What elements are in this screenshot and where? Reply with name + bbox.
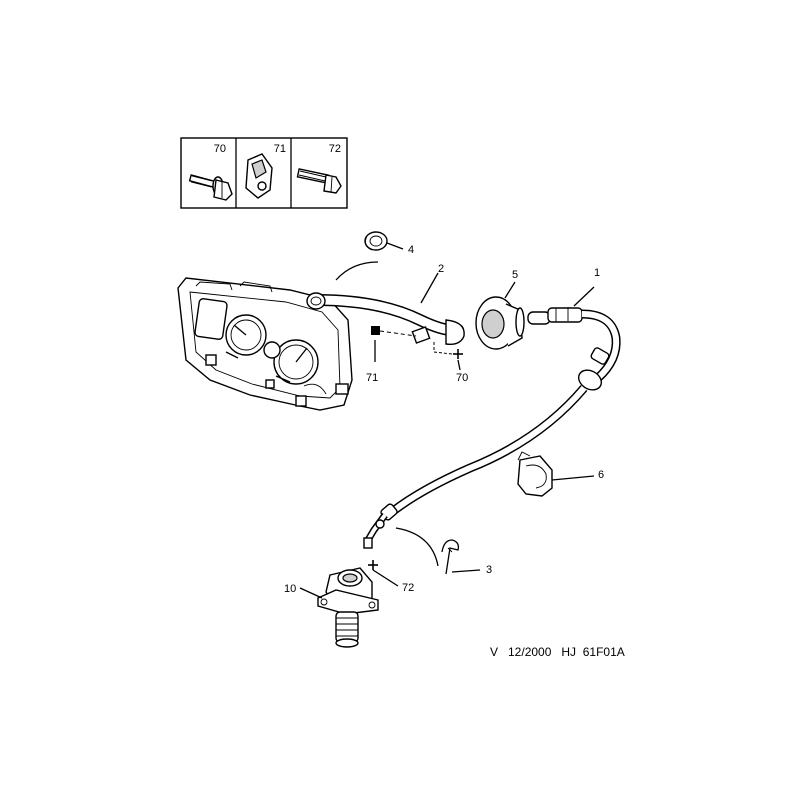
fastener-legend-box: 70 71 72 xyxy=(180,137,348,209)
bracket-arc-top xyxy=(335,261,379,281)
legend-label-72: 72 xyxy=(329,143,341,155)
legend-label-71: 71 xyxy=(274,143,286,155)
instrument-cluster xyxy=(177,277,353,411)
cable-upper-end-fitting xyxy=(527,311,551,325)
callout-70: 70 xyxy=(456,372,468,384)
callout-3: 3 xyxy=(486,564,492,576)
drawing-reference-code: V 12/2000 HJ 61F01A xyxy=(490,645,625,659)
grommet-part-4: 4 xyxy=(335,231,414,281)
speed-sensor-part-10: 10 xyxy=(284,567,379,648)
cable-clip-part-6: 6 xyxy=(517,451,604,497)
clip-nut-marker-71: 71 xyxy=(366,326,417,384)
clip-nut-icon xyxy=(245,153,273,199)
callout-72: 72 xyxy=(402,582,414,594)
callout-6: 6 xyxy=(598,469,604,481)
upper-cable-part-2: 2 xyxy=(306,263,465,346)
callout-71: 71 xyxy=(366,372,378,384)
callout-4: 4 xyxy=(408,244,414,256)
callout-10: 10 xyxy=(284,583,296,595)
bulkhead-grommet-part-5: 5 xyxy=(475,269,525,350)
bracket-arc-bottom xyxy=(395,527,439,567)
speedometer-cable-part-1: 1 xyxy=(363,267,621,549)
legend-label-70: 70 xyxy=(214,143,226,155)
callout-1: 1 xyxy=(594,267,600,279)
bolt-marker-72: 72 xyxy=(368,560,414,594)
spring-clip-part-3: 3 xyxy=(441,539,492,576)
bolt-washer-icon xyxy=(188,174,233,201)
bolt-marker-70: 70 xyxy=(433,342,468,384)
callout-2: 2 xyxy=(438,263,444,275)
bolt-icon xyxy=(296,168,342,194)
callout-5: 5 xyxy=(512,269,518,281)
